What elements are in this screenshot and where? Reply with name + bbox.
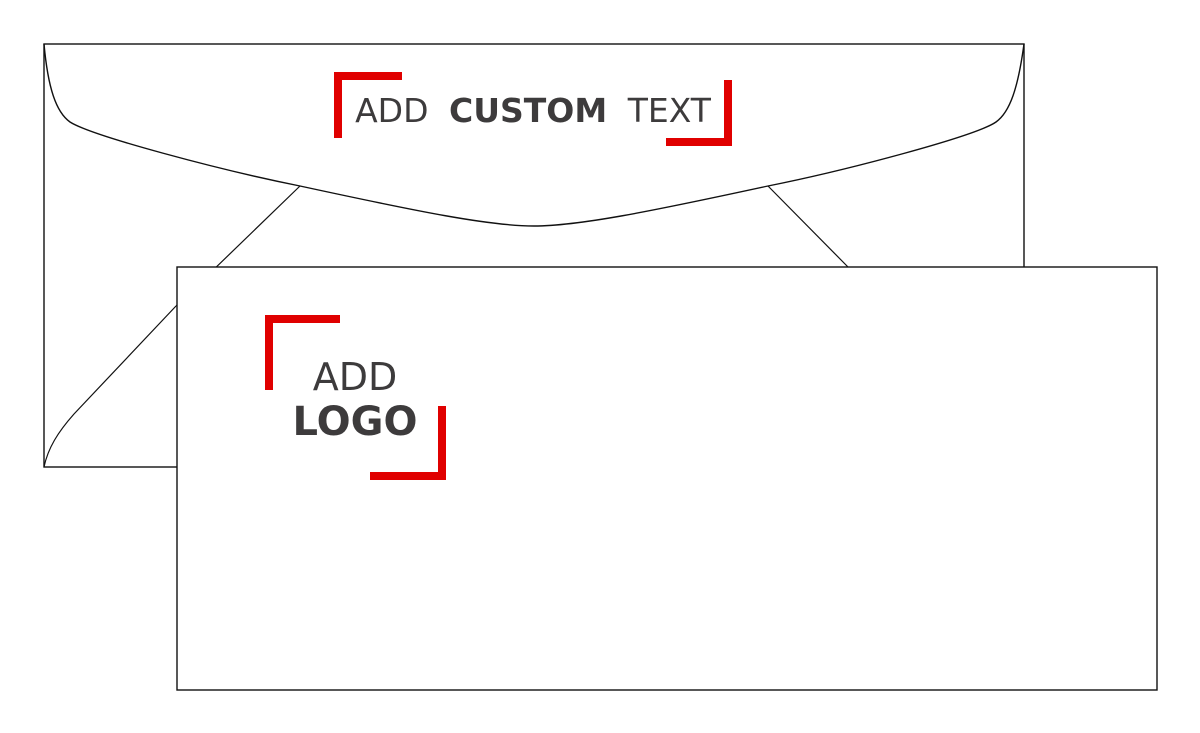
front-envelope (176, 266, 1158, 691)
custom-text-prefix: ADD (355, 91, 428, 130)
custom-text-bracket-top-left (334, 72, 402, 138)
logo-label-line1: ADD (313, 355, 398, 399)
custom-text-emphasis: CUSTOM (449, 91, 607, 130)
envelope-fold-lower-left (43, 305, 177, 468)
envelope-fold-right (767, 185, 849, 268)
custom-text-bracket-bottom-right (666, 80, 732, 146)
logo-placeholder: ADD LOGO (265, 315, 446, 480)
logo-label-line2: LOGO (293, 399, 418, 445)
front-envelope-body (176, 266, 1158, 691)
envelope-flap-edge (43, 43, 1025, 227)
custom-text-suffix: TEXT (627, 91, 712, 130)
custom-text-label: ADD CUSTOM TEXT (355, 91, 712, 130)
logo-bracket-bottom-right (370, 406, 446, 480)
custom-text-placeholder: ADD CUSTOM TEXT (334, 72, 732, 146)
logo-bracket-top-left (265, 315, 340, 390)
